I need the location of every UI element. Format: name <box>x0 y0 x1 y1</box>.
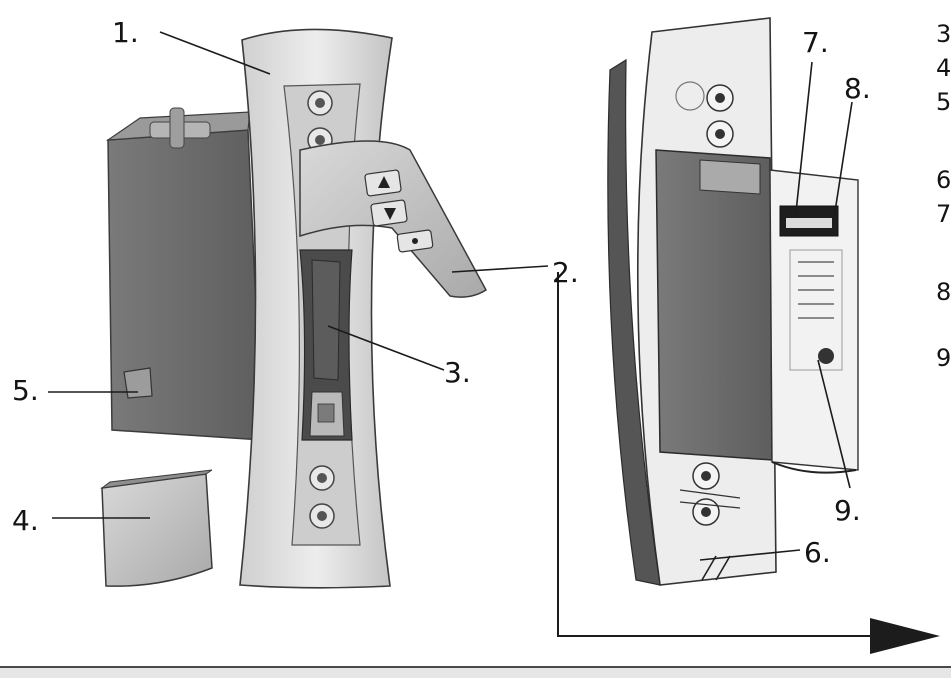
logo-icon <box>818 348 834 364</box>
edge-number: 5 <box>936 88 951 116</box>
callout-3: 3. <box>444 356 471 389</box>
break-mark <box>701 555 731 581</box>
electronics-module <box>655 149 773 461</box>
callout-7: 7. <box>802 26 829 59</box>
edge-number: 3 <box>936 20 951 48</box>
callout-1: 1. <box>112 16 139 49</box>
arrow-down-icon <box>384 208 396 220</box>
callout-8: 8. <box>844 72 871 105</box>
leader-6 <box>699 549 801 561</box>
bottom-divider <box>0 666 951 678</box>
terminal-screw-icon <box>692 498 720 526</box>
left-assembly <box>100 28 487 589</box>
terminal-screw-icon <box>692 462 720 490</box>
leader-8 <box>833 101 853 219</box>
product-label <box>769 169 859 471</box>
leader-2 <box>451 265 549 273</box>
leader-3 <box>327 325 445 371</box>
screw-icon <box>309 503 335 529</box>
callout-2: 2. <box>552 256 579 289</box>
front-frame <box>239 28 393 589</box>
direction-arrow <box>557 272 940 654</box>
edge-number: 6 <box>936 166 951 194</box>
leader-1 <box>159 31 271 75</box>
leader-7 <box>795 61 813 213</box>
callout-4: 4. <box>12 504 39 537</box>
callout-9: 9. <box>834 494 861 527</box>
screw-icon <box>309 465 335 491</box>
screw-icon <box>307 90 333 116</box>
edge-number: 9 <box>936 344 951 372</box>
battery-cover <box>100 469 213 587</box>
callout-6: 6. <box>804 536 831 569</box>
button-cover <box>299 140 487 298</box>
right-assembly <box>607 17 859 586</box>
terminal-screw-icon <box>706 120 734 148</box>
terminal-screw-icon <box>706 84 734 112</box>
battery-compartment <box>299 249 353 441</box>
callout-5: 5. <box>12 374 39 407</box>
rear-housing <box>105 107 263 441</box>
edge-number-column: 3 4 5 6 7 8 9 <box>936 20 951 372</box>
leader-lines <box>48 31 853 561</box>
edge-number: 8 <box>936 278 951 306</box>
side-clip <box>123 367 153 399</box>
arrow-right-icon <box>870 618 940 654</box>
leader-9 <box>817 359 851 489</box>
edge-number: 7 <box>936 200 951 228</box>
edge-number: 4 <box>936 54 951 82</box>
arrow-up-icon <box>378 176 390 188</box>
